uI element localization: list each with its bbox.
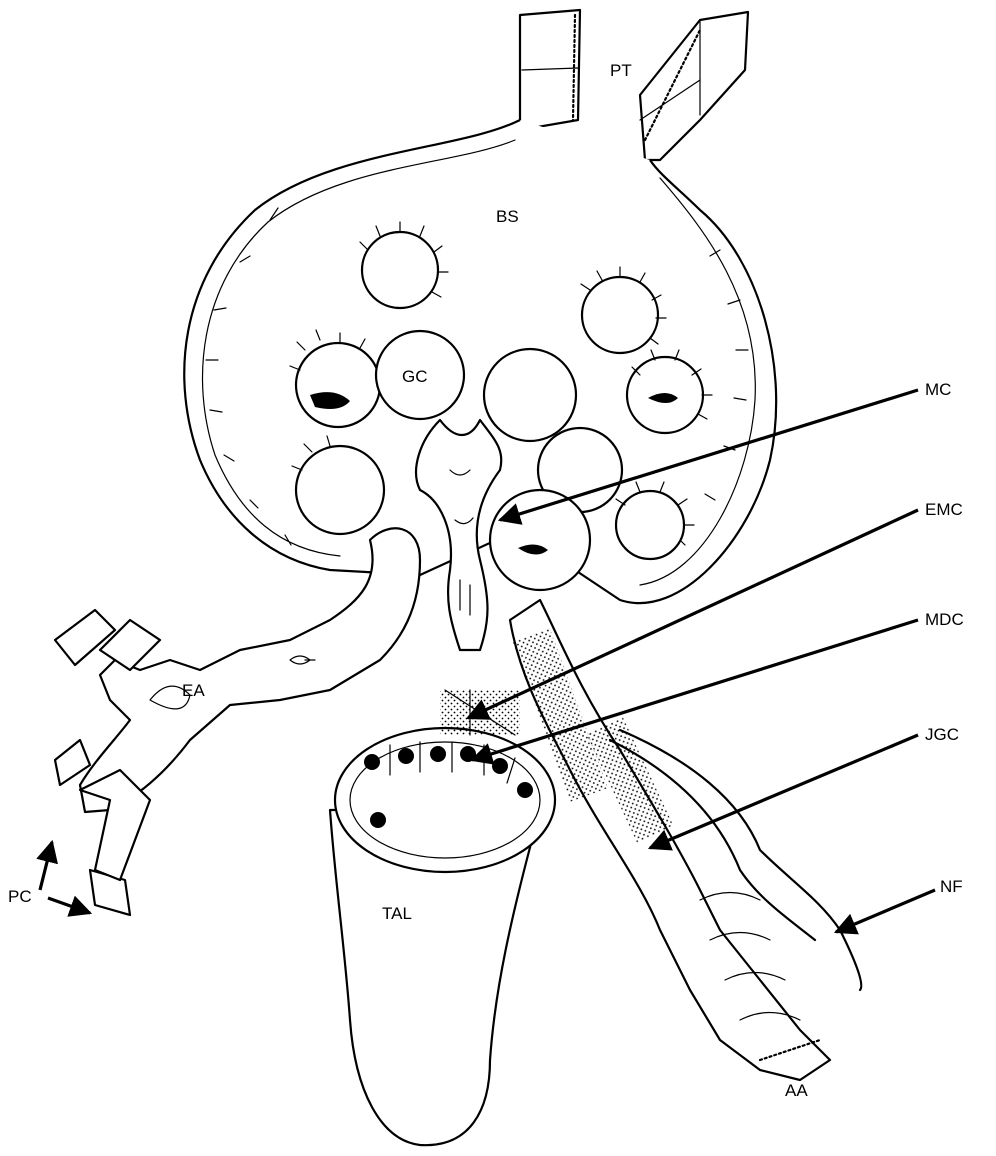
label-aa: AA xyxy=(785,1082,808,1099)
label-emc: EMC xyxy=(925,501,963,518)
label-ea: EA xyxy=(182,682,205,699)
label-pc: PC xyxy=(8,888,32,905)
label-mdc: MDC xyxy=(925,611,964,628)
label-bs: BS xyxy=(496,208,519,225)
label-jgc: JGC xyxy=(925,726,959,743)
jgc-arrow xyxy=(650,735,918,848)
label-mc: MC xyxy=(925,381,951,398)
label-nf: NF xyxy=(940,878,963,895)
thick-ascending-limb xyxy=(330,728,555,1145)
pc-arrow-right xyxy=(48,898,90,913)
pc-arrow-up xyxy=(40,842,52,890)
nf-arrow xyxy=(836,890,935,932)
label-tal: TAL xyxy=(382,905,412,922)
label-pt: PT xyxy=(610,62,632,79)
bowmans-capsule xyxy=(184,120,776,603)
label-gc: GC xyxy=(402,368,428,385)
